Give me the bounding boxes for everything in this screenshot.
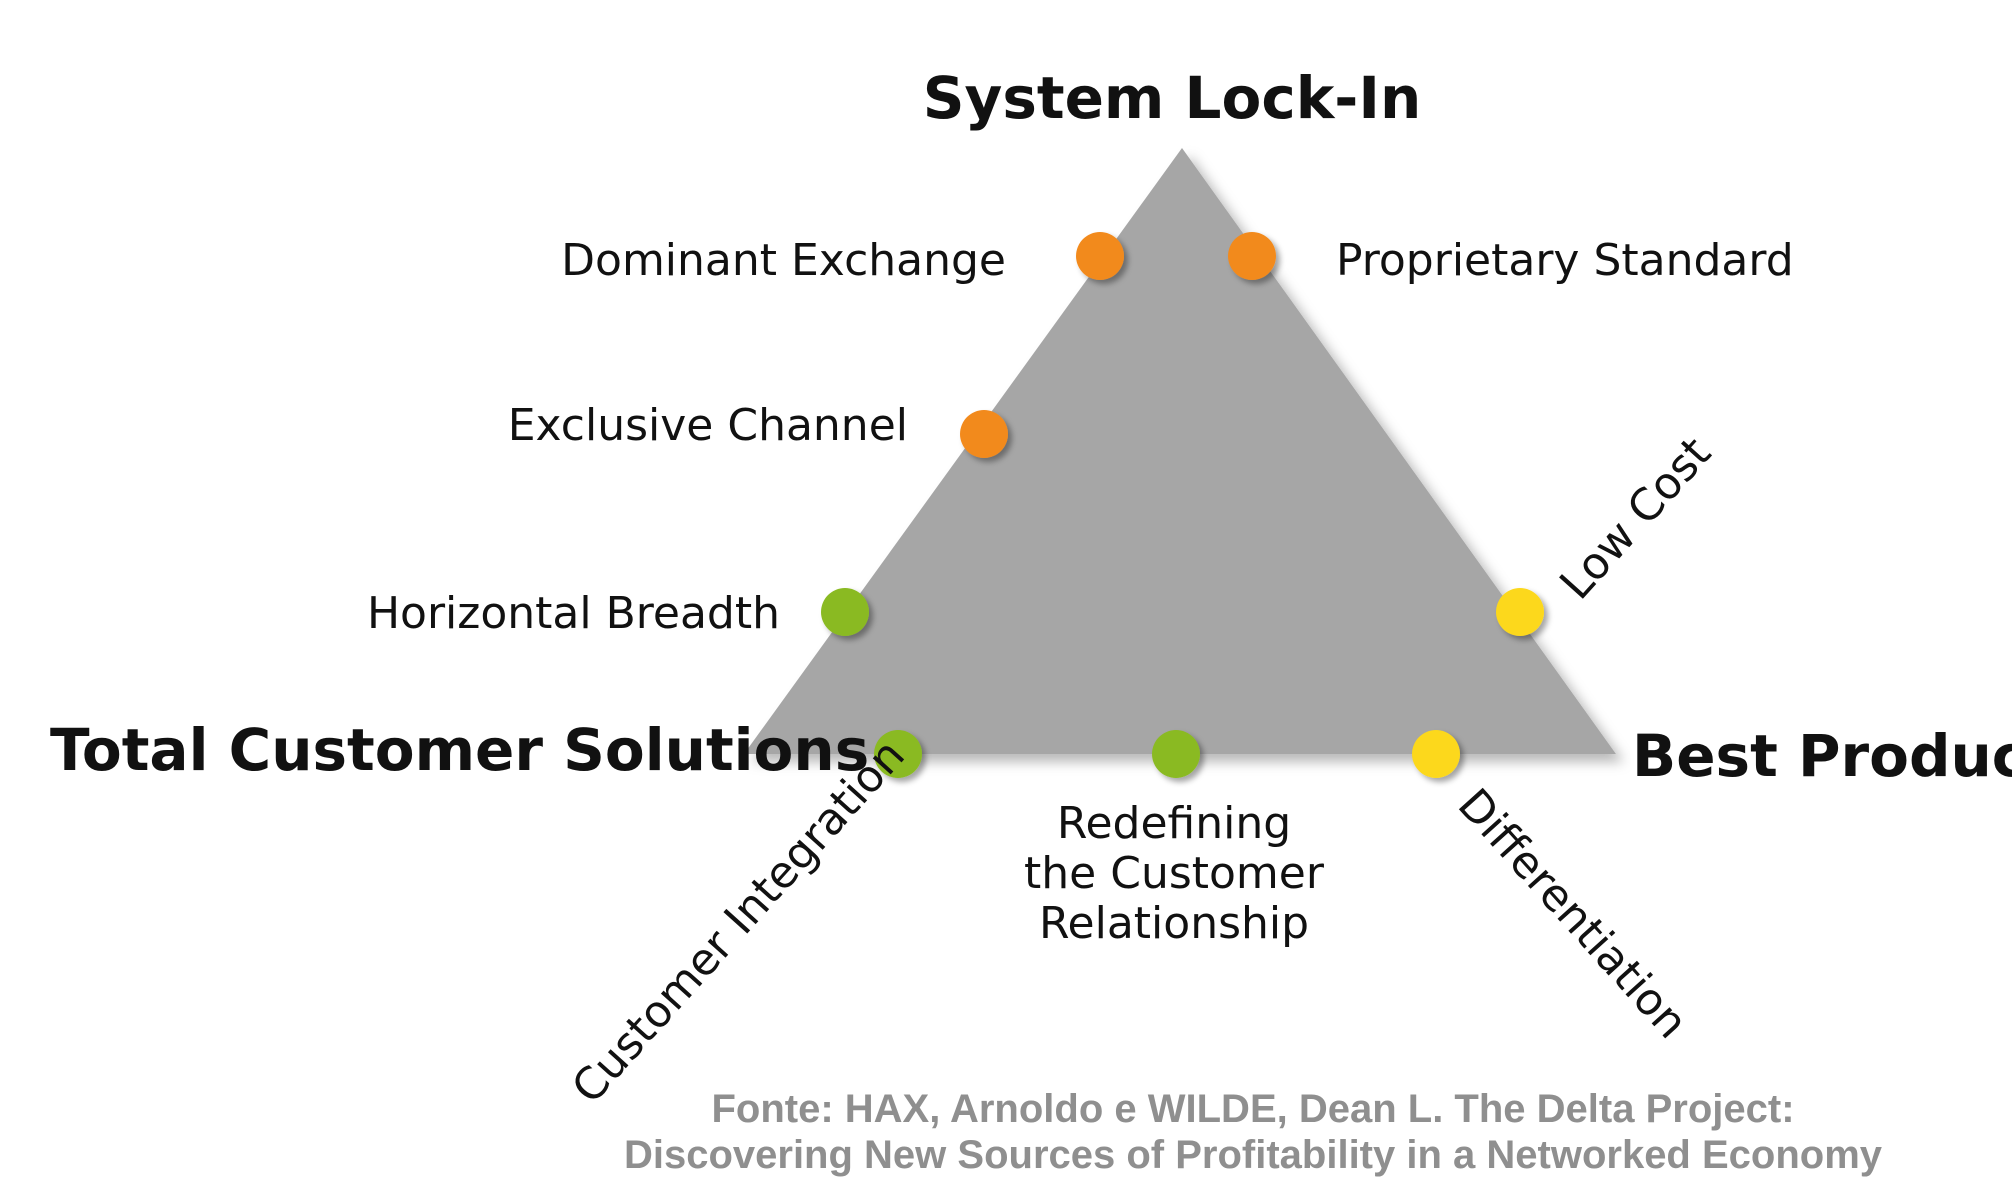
source-citation-line-1: Fonte: HAX, Arnoldo e WILDE, Dean L. The… [711,1087,1794,1131]
exclusive-channel-label: Exclusive Channel [508,400,908,451]
differentiation-marker [1412,730,1460,778]
customer-integration-marker [874,730,922,778]
differentiation-label: Differentiation [1448,779,1698,1048]
customer-integration-label-line: Customer Integration [562,730,915,1114]
redefining-relationship-label-line: Redefining [1057,798,1291,849]
redefining-relationship-label-line: the Customer [1024,848,1325,899]
redefining-relationship-label-line: Relationship [1039,898,1309,949]
exclusive-channel-label-line: Exclusive Channel [508,400,908,451]
horizontal-breadth-label-line: Horizontal Breadth [367,588,780,639]
vertex-label-total-customer-solutions: Total Customer Solutions [50,716,869,784]
delta-triangle [744,148,1616,754]
vertex-label-best-product: Best Product [1632,722,2012,790]
vertex-label-system-lock-in: System Lock-In [923,64,1422,132]
proprietary-standard-label: Proprietary Standard [1336,235,1794,286]
dominant-exchange-label-line: Dominant Exchange [561,235,1006,286]
low-cost-marker [1496,588,1544,636]
low-cost-label: Low Cost [1550,428,1721,610]
source-citation-line-2: Discovering New Sources of Profitability… [624,1133,1883,1177]
low-cost-label-line: Low Cost [1550,428,1721,610]
differentiation-label-line: Differentiation [1448,779,1698,1048]
exclusive-channel-marker [960,410,1008,458]
horizontal-breadth-marker [821,588,869,636]
proprietary-standard-label-line: Proprietary Standard [1336,235,1794,286]
customer-integration-label: Customer Integration [562,730,915,1114]
dominant-exchange-label: Dominant Exchange [561,235,1006,286]
dominant-exchange-marker [1076,232,1124,280]
strategy-markers [821,232,1544,778]
horizontal-breadth-label: Horizontal Breadth [367,588,780,639]
proprietary-standard-marker [1228,232,1276,280]
redefining-relationship-marker [1152,730,1200,778]
